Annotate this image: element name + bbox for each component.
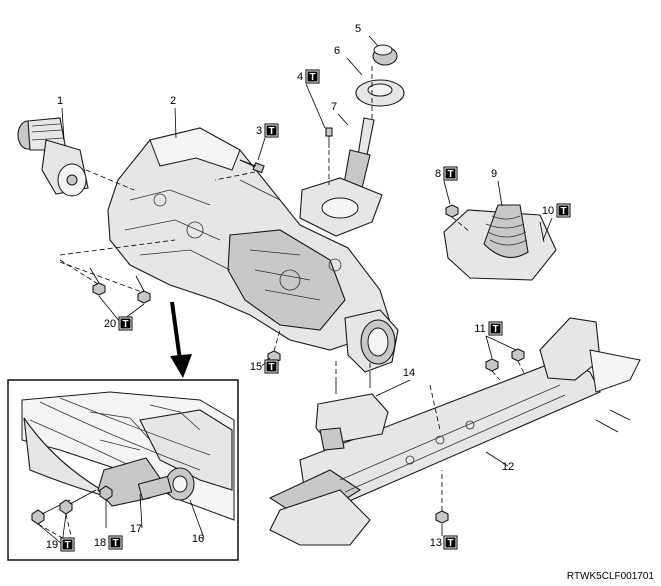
callout-number: 20	[104, 318, 116, 330]
exploded-leader-lines	[59, 66, 526, 511]
part-20-bolts	[89, 267, 151, 304]
torque-icon	[266, 125, 277, 136]
part-8-nut	[445, 204, 459, 218]
callout-18: 18 T	[94, 535, 123, 550]
part-12-crossmember	[268, 317, 641, 546]
detail-pointer-arrow	[170, 301, 192, 378]
torque-icon	[120, 318, 131, 329]
callout-20: 20 T	[104, 316, 133, 331]
callout-number: 12	[502, 461, 514, 473]
torque-symbol: T	[560, 206, 566, 217]
part-11-bolts	[485, 348, 525, 372]
torque-symbol: T	[122, 319, 128, 330]
callout-6: 6	[334, 45, 340, 57]
callout-15: 15 T	[250, 359, 279, 374]
callout-17: 17	[130, 523, 142, 535]
callout-10: 10 T	[542, 203, 571, 218]
callout-number: 8	[435, 168, 441, 180]
callout-number: 14	[403, 367, 415, 379]
callout-1: 1	[57, 95, 63, 107]
part-4-bolt	[325, 127, 333, 148]
part-7-shift-lever	[299, 117, 383, 237]
callout-12: 12	[502, 461, 514, 473]
callout-number: 5	[355, 23, 361, 35]
part-6-ring	[355, 79, 405, 107]
callout-number: 1	[57, 95, 63, 107]
torque-icon	[490, 323, 501, 334]
callout-number: 2	[170, 95, 176, 107]
callout-16: 16	[192, 533, 204, 545]
torque-symbol: T	[447, 538, 453, 549]
torque-icon	[558, 205, 569, 216]
callout-leaders	[37, 35, 553, 545]
torque-symbol: T	[492, 324, 498, 335]
part-1-starter-motor	[17, 117, 89, 197]
callout-number: 11	[474, 323, 485, 335]
callout-number: 9	[491, 168, 497, 180]
callout-number: 19	[46, 539, 58, 551]
torque-symbol: T	[64, 540, 70, 551]
torque-icon	[307, 71, 318, 82]
torque-symbol: T	[447, 169, 453, 180]
torque-icon	[266, 361, 277, 372]
part-14-mount	[315, 376, 389, 451]
figure-code: RTWK5CLF001701	[567, 571, 655, 582]
part-9-shift-boot	[443, 204, 557, 281]
callout-number: 4	[297, 71, 303, 83]
callout-2: 2	[170, 95, 176, 107]
callout-number: 3	[256, 125, 262, 137]
torque-icon	[445, 168, 456, 179]
callout-13: 13 T	[430, 535, 458, 550]
torque-icon	[62, 539, 73, 550]
torque-symbol: T	[268, 126, 274, 137]
part-13-nut	[435, 510, 449, 524]
callout-number: 10	[542, 205, 554, 217]
part-2-transmission-case	[107, 127, 399, 373]
part-5-shift-knob	[372, 44, 398, 66]
callout-11: 11 T	[474, 321, 503, 336]
callout-number: 7	[331, 101, 337, 113]
callout-7: 7	[331, 101, 337, 113]
torque-icon	[445, 537, 456, 548]
torque-icon	[110, 537, 121, 548]
part-3-bolt	[239, 159, 265, 174]
callout-number: 16	[192, 533, 204, 545]
torque-symbol: T	[112, 538, 118, 549]
callout-number: 6	[334, 45, 340, 57]
callout-9: 9	[491, 168, 497, 180]
callout-number: 13	[430, 537, 442, 549]
torque-symbol: T	[268, 362, 274, 373]
callout-number: 17	[130, 523, 142, 535]
callout-5: 5	[355, 23, 361, 35]
callout-19: 19 T	[46, 537, 75, 552]
detail-inset	[7, 379, 239, 561]
callout-number: 15	[250, 361, 262, 373]
callout-14: 14	[403, 367, 415, 379]
torque-symbol: T	[309, 72, 315, 83]
callout-number: 18	[94, 537, 106, 549]
